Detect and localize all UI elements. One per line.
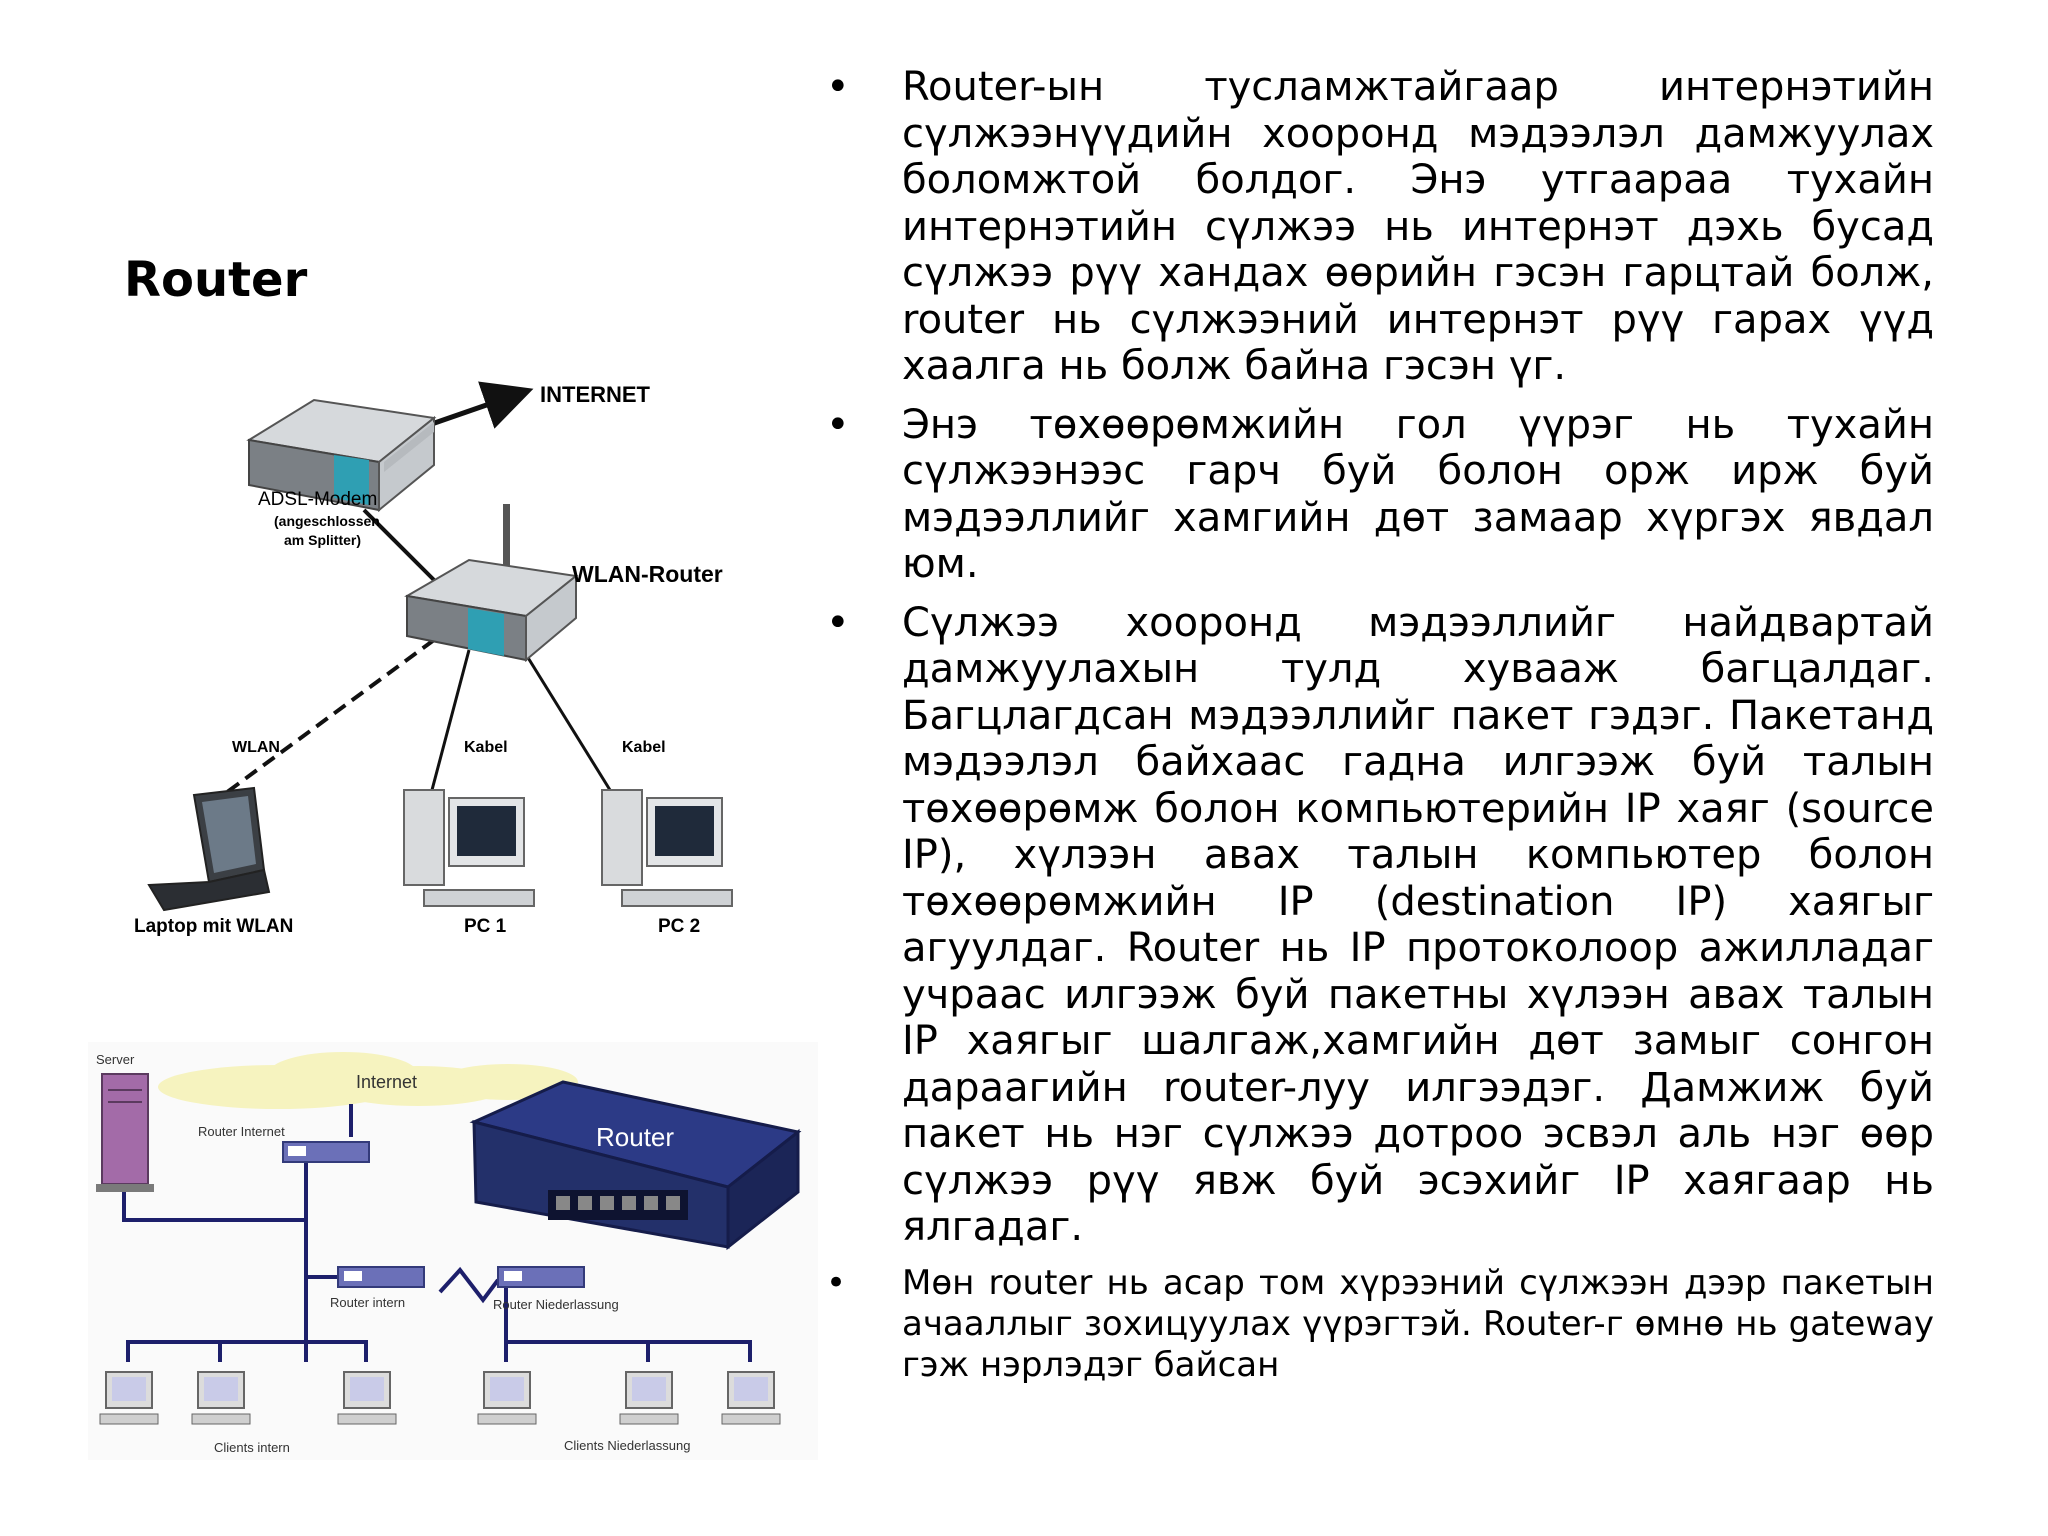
kabel-label-2: Kabel [622, 739, 666, 756]
client-pc-icon [99, 1371, 159, 1425]
wlan-router-label: WLAN-Router [572, 561, 723, 587]
modem-label: ADSL-Modem [258, 489, 377, 510]
client-pc-icon [721, 1371, 781, 1425]
internet-cloud-label: Internet [356, 1072, 417, 1092]
router-intern-label: Router intern [330, 1295, 405, 1310]
router-intern-icon [337, 1266, 425, 1288]
adsl-modem-icon [246, 398, 437, 513]
bullet-list: Router-ын тусламжтайгаар интернэтийн сүл… [826, 64, 1934, 1398]
router-niederlassung-icon [497, 1266, 585, 1288]
pc-1-icon [403, 789, 535, 907]
pc-1-label: PC 1 [464, 916, 507, 937]
clients-intern-label: Clients intern [214, 1440, 290, 1455]
router-device-label: Router [596, 1122, 674, 1152]
server-label: Server [96, 1052, 135, 1067]
internet-cloud-icon [158, 1052, 578, 1109]
client-pc-icon [337, 1371, 397, 1425]
modem-router-cable [362, 508, 444, 590]
internet-label: INTERNET [540, 382, 651, 407]
pc-2-label: PC 2 [658, 916, 700, 937]
modem-note-2: am Splitter) [284, 532, 361, 548]
pc1-cable [430, 649, 471, 791]
server-icon [96, 1073, 154, 1192]
laptop-label: Laptop mit WLAN [134, 916, 293, 937]
bullet-item: Энэ төхөөрөмжийн гол үүрэг нь тухайн сүл… [826, 402, 1934, 588]
slide-title: Router [124, 252, 308, 308]
bullet-item: Мөн router нь асар том хүрээний сүлжээн … [826, 1263, 1934, 1386]
pc-2-icon [601, 789, 733, 907]
laptop-icon [147, 786, 271, 912]
router-internet-label: Router Internet [198, 1124, 285, 1139]
pc2-cable [520, 647, 612, 791]
wan-link-zigzag [438, 1266, 500, 1304]
home-network-diagram: ADSL-Modem (angeschlossen am Splitter) I… [134, 381, 733, 937]
bullet-item: Router-ын тусламжтайгаар интернэтийн сүл… [826, 64, 1934, 390]
wlan-label: WLAN [232, 739, 280, 756]
router-internet-icon [282, 1141, 370, 1163]
router-niederlassung-label: Router Niederlassung [493, 1297, 619, 1312]
clients-niederlassung-label: Clients Niederlassung [564, 1438, 690, 1453]
wlan-router-icon [404, 504, 579, 663]
client-pc-icon [619, 1371, 679, 1425]
kabel-label-1: Kabel [464, 739, 508, 756]
bullet-item: Сүлжээ хооронд мэдээллийг найдвартай дам… [826, 600, 1934, 1251]
wlan-link [217, 638, 436, 800]
client-pc-icon [191, 1371, 251, 1425]
modem-note-1: (angeschlossen [274, 513, 380, 529]
company-network-diagram: Internet Server Router Internet Router i… [88, 1042, 818, 1460]
network-wiring [122, 1104, 752, 1362]
client-pc-icon [477, 1371, 537, 1425]
router-device-icon [469, 1080, 802, 1251]
